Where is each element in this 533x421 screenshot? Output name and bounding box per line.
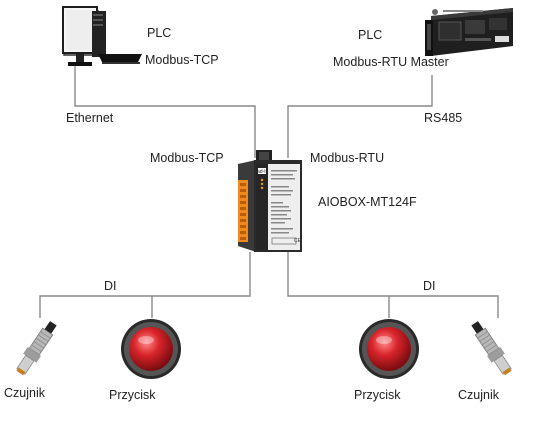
aiobox-device-icon: CE ad-t xyxy=(238,150,302,252)
computer-icon xyxy=(62,6,142,66)
czujnik-right-label: Czujnik xyxy=(458,388,499,402)
svg-text:CE: CE xyxy=(294,238,302,244)
modbus-tcp-top-label: Modbus-TCP xyxy=(145,53,219,67)
aiobox-label: AIOBOX-MT124F xyxy=(318,195,417,209)
rtu-master-icon xyxy=(425,8,513,56)
rs485-line xyxy=(287,75,433,158)
di-right-line xyxy=(287,252,499,318)
di-right-label: DI xyxy=(423,279,436,293)
plc-left-label: PLC xyxy=(147,26,172,40)
ethernet-line xyxy=(74,65,256,158)
modbus-tcp-mid-label: Modbus-TCP xyxy=(150,151,224,165)
modbus-rtu-master-label: Modbus-RTU Master xyxy=(333,55,449,69)
sensor-icon xyxy=(471,321,512,376)
rs485-label: RS485 xyxy=(424,111,463,125)
czujnik-left-label: Czujnik xyxy=(4,386,45,400)
push-button-icon xyxy=(121,319,181,379)
modbus-rtu-mid-label: Modbus-RTU xyxy=(310,151,385,165)
device-badge: ad-t xyxy=(257,169,266,175)
sensor-icon xyxy=(16,321,57,376)
przycisk-right-label: Przycisk xyxy=(354,388,401,402)
di-left-label: DI xyxy=(104,279,117,293)
przycisk-left-label: Przycisk xyxy=(109,388,156,402)
di-left-line xyxy=(39,252,251,318)
push-button-icon xyxy=(359,319,419,379)
ethernet-label: Ethernet xyxy=(66,111,114,125)
plc-right-label: PLC xyxy=(358,28,383,42)
